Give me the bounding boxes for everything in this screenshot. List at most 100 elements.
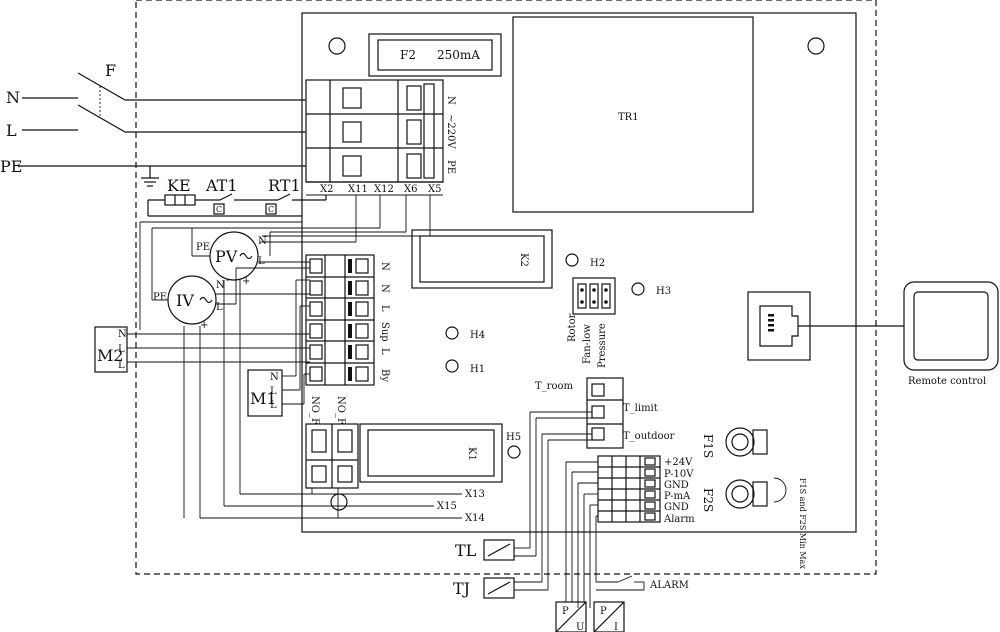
m2-label: M2 bbox=[97, 346, 124, 365]
transducer-u-top: P bbox=[562, 606, 569, 617]
sensor-room: T_room bbox=[535, 381, 573, 392]
jumper-block: Rotor Fan-low Pressure bbox=[567, 277, 616, 368]
m1-motor: M1 N L L bbox=[247, 279, 310, 417]
fuse-f-label: F bbox=[105, 61, 116, 80]
sensor-outdoor: T_outdoor bbox=[623, 431, 675, 442]
jumper-pressure: Pressure bbox=[597, 323, 608, 368]
iv-plus: + bbox=[200, 320, 208, 331]
transducer-i-top: P bbox=[600, 606, 607, 617]
transducer-i-bottom: I bbox=[614, 622, 618, 632]
sig-pma: P-mA bbox=[664, 491, 691, 502]
fuse-f2: F2 250mA bbox=[368, 33, 502, 77]
iv-label: IV bbox=[176, 291, 194, 310]
thermo-tl-label: TL bbox=[455, 541, 477, 560]
fuse-f2-rating: 250mA bbox=[437, 48, 480, 62]
pressure-transducer-u: P U bbox=[555, 601, 587, 632]
bus-x14: X14 bbox=[465, 513, 485, 524]
led-h5: H5 bbox=[506, 432, 521, 443]
pv-minus: - bbox=[226, 275, 229, 286]
transducer-u-bottom: U bbox=[576, 622, 584, 632]
relay-k1: K1 bbox=[359, 423, 503, 483]
iv-n: N bbox=[216, 280, 225, 291]
alarm-contact: ALARM bbox=[596, 575, 689, 591]
sensor-connector: T_room T_limit T_outdoor bbox=[529, 377, 675, 590]
pressure-transducer-i: P I bbox=[593, 601, 625, 632]
rt1-label: RT1 bbox=[268, 176, 301, 195]
jumper-fan-low: Fan-low bbox=[582, 324, 593, 364]
out-term-n2: N bbox=[379, 284, 390, 293]
mains-l-label: L bbox=[6, 121, 17, 140]
m2-motor: M2 N L L bbox=[94, 326, 310, 373]
pv-n: N bbox=[258, 236, 267, 247]
sig-gnd1: GND bbox=[664, 480, 689, 491]
rj-connector bbox=[747, 291, 904, 361]
motor-wiring: PV PE N L - + IV PE N L - + bbox=[139, 195, 431, 331]
led-h1: H1 bbox=[470, 364, 485, 375]
thermo-tj: TJ bbox=[453, 577, 548, 599]
status-leds: H2 H3 H4 H1 H5 bbox=[445, 253, 671, 459]
sig-alarm: Alarm bbox=[663, 514, 695, 525]
mains-pe-label: PE bbox=[0, 157, 22, 176]
bus-wires: X13 X15 X14 bbox=[183, 280, 485, 524]
pv-l: L bbox=[258, 256, 265, 267]
pv-label: PV bbox=[215, 247, 238, 266]
led-h3: H3 bbox=[656, 286, 671, 297]
led-h4: H4 bbox=[470, 330, 485, 341]
mains-n-label: N bbox=[6, 88, 20, 107]
rt1-contact: C bbox=[268, 205, 274, 214]
m1-pin-l1: L bbox=[270, 386, 277, 397]
signal-terminal-block: +24V P-10V GND P-mA GND Alarm bbox=[565, 455, 695, 608]
enclosure-outline bbox=[135, 0, 877, 575]
sig-24v: +24V bbox=[664, 457, 693, 468]
m1-pin-l2: L bbox=[270, 400, 277, 411]
sig-p10v: P-10V bbox=[664, 469, 694, 480]
nof-label-2: NO_F bbox=[335, 396, 346, 425]
relay-k1-label: K1 bbox=[466, 447, 477, 461]
supply-n-label: N bbox=[445, 96, 456, 105]
at1-label: AT1 bbox=[205, 176, 238, 195]
led-h2: H2 bbox=[590, 258, 605, 269]
sig-gnd2: GND bbox=[664, 502, 689, 513]
thermo-tl: TL bbox=[455, 539, 536, 561]
fuse-f2-label: F2 bbox=[400, 48, 416, 62]
supply-pe-label: PE bbox=[445, 160, 456, 174]
terminal-x5: X5 bbox=[428, 184, 441, 195]
out-term-by: By bbox=[379, 369, 390, 382]
iv-minus: - bbox=[184, 318, 187, 329]
alarm-label: ALARM bbox=[649, 580, 689, 591]
pv-plus: + bbox=[242, 276, 250, 287]
mains-feed: N L PE F bbox=[0, 61, 306, 187]
nof-terminal-block: NO_F NO_F bbox=[305, 396, 359, 489]
potentiometers: F1S F2S F1S and F2S Min Max bbox=[701, 427, 807, 569]
remote-control-label: Remote control bbox=[908, 376, 986, 387]
bus-x13: X13 bbox=[465, 489, 485, 500]
m2-pin-n: N bbox=[118, 329, 127, 340]
at1-contact: C bbox=[216, 205, 222, 214]
out-term-sup: Sup bbox=[379, 322, 390, 342]
iv-pe: PE bbox=[153, 292, 167, 303]
terminal-x6: X6 bbox=[404, 184, 417, 195]
m1-pin-n: N bbox=[270, 372, 279, 383]
terminal-x12: X12 bbox=[374, 184, 394, 195]
pot-f1s: F1S bbox=[701, 434, 715, 458]
relay-k2: K2 bbox=[411, 229, 553, 289]
m2-pin-l2: L bbox=[118, 360, 125, 371]
pv-pe: PE bbox=[196, 242, 210, 253]
m1-label: M1 bbox=[250, 389, 277, 408]
supply-voltage-label: ~220V bbox=[445, 114, 456, 149]
ke-label: KE bbox=[167, 176, 191, 195]
out-term-l2: L bbox=[379, 348, 390, 355]
nof-label-1: NO_F bbox=[309, 396, 320, 425]
m2-pin-l1: L bbox=[118, 344, 125, 355]
relay-k2-label: K2 bbox=[518, 253, 529, 267]
transformer-tr1: TR1 bbox=[512, 16, 754, 213]
pot-f2s: F2S bbox=[701, 488, 715, 512]
bottom-terminals: X2 X11 X12 X6 X5 bbox=[306, 181, 443, 196]
pot-side-note: F1S and F2S Min Max bbox=[798, 478, 807, 569]
sensor-limit: T_limit bbox=[623, 403, 658, 414]
mounting-holes bbox=[328, 37, 825, 511]
out-term-l1: L bbox=[379, 305, 390, 312]
output-terminal-block: N N L Sup L By bbox=[305, 254, 390, 386]
controller-board bbox=[301, 12, 857, 533]
